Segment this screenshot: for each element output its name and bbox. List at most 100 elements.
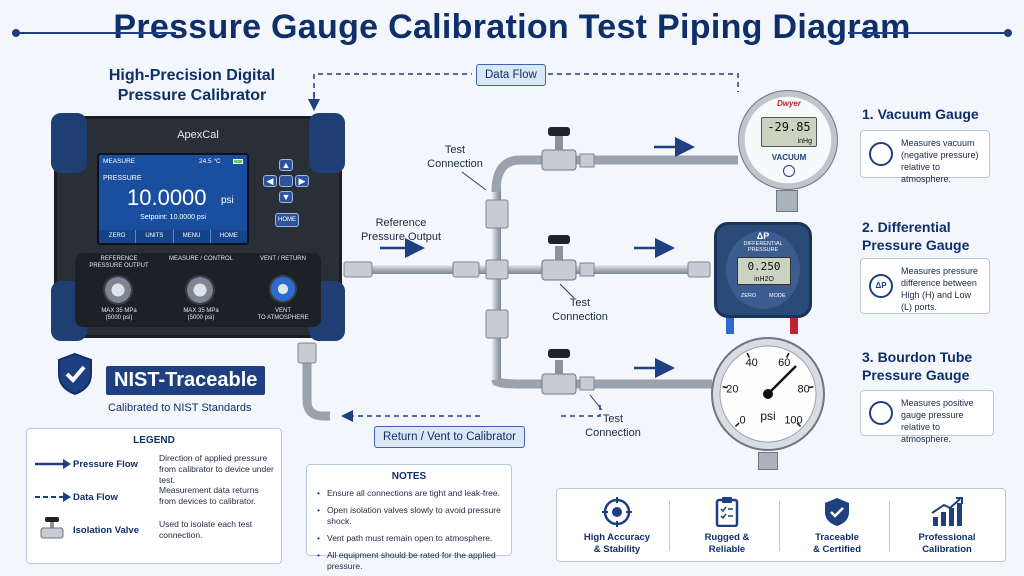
battery-icon (233, 159, 243, 164)
bourdon-gauge-desc-text: Measures positive gauge pressure relativ… (901, 398, 974, 444)
differential-heading-line2: Pressure Gauge (862, 237, 970, 253)
feature-professional-line2: Calibration (922, 544, 972, 555)
vacuum-gauge-reading: -29.85 (767, 120, 811, 134)
bourdon-tick-label: 20 (726, 383, 738, 395)
softkey-home[interactable]: HOME (219, 233, 238, 239)
manifold-pipe (492, 186, 501, 386)
softkey-zero[interactable]: ZERO (99, 230, 137, 243)
power-icon[interactable] (783, 165, 795, 177)
notes-title: NOTES (391, 471, 427, 482)
data-flow-legend-icon (35, 492, 71, 502)
title-rule-left (16, 32, 176, 34)
port-vent-title: VENT / RETURN (260, 256, 306, 262)
fitting (297, 342, 317, 364)
bourdon-tick-label: 0 (739, 415, 745, 427)
features-box: High Accuracy & Stability Rugged & Relia… (556, 488, 1006, 562)
screen-pressure-value: 10.0000 (127, 185, 207, 210)
test-connection-line1: Test (569, 297, 591, 309)
vacuum-gauge-brand: Dwyer (776, 99, 801, 108)
fitting (485, 199, 509, 229)
bourdon-tick-mark (746, 352, 751, 358)
top-branch-pipe (491, 155, 738, 193)
calibrator-screen: MEASURE 24.5 °C PRESSURE 10.0000 psi Set… (97, 153, 249, 245)
bourdon-tick-mark (734, 422, 740, 428)
softkey-menu[interactable]: MENU (174, 230, 211, 243)
test-connection-line1: Test (602, 413, 624, 425)
bourdon-tick-label: 80 (797, 383, 809, 395)
home-button[interactable]: HOME (275, 213, 299, 227)
differential-zero-button[interactable]: ZERO (741, 293, 757, 299)
feature-rugged: Rugged & Reliable (677, 497, 777, 556)
title-rule-dot-right (1004, 29, 1012, 37)
calibrator-device: ApexCal MEASURE 24.5 °C PRESSURE 10.0000… (51, 113, 345, 341)
bourdon-gauge-heading: 3. Bourdon Tube Pressure Gauge (862, 348, 972, 384)
feature-rugged-line2: Reliable (708, 544, 746, 555)
vent-port[interactable] (269, 275, 297, 303)
softkey-units[interactable]: UNITS (136, 230, 174, 243)
vacuum-gauge-display: -29.85 inHg (761, 117, 817, 147)
test-connection-label-middle: Test Connection (545, 296, 615, 324)
bourdon-tick-mark (785, 352, 790, 358)
feature-professional-line1: Professional (918, 532, 976, 543)
feature-accuracy-line2: & Stability (593, 544, 641, 555)
bourdon-tick-label: 100 (784, 415, 802, 427)
feature-accuracy-line1: High Accuracy (583, 532, 651, 543)
note-item: All equipment should be rated for the ap… (317, 550, 501, 572)
note-item: Open isolation valves slowly to avoid pr… (317, 505, 501, 527)
legend-isolation-valve-name: Isolation Valve (73, 525, 139, 536)
screen-unit: psi (221, 195, 234, 206)
clipboard-icon (715, 497, 739, 528)
vacuum-gauge: Dwyer -29.85 inHg VACUUM (738, 90, 838, 190)
bourdon-heading-line1: 3. Bourdon Tube (862, 349, 973, 365)
dpad-left-button[interactable]: ◀ (263, 175, 277, 187)
differential-gauge-symbol: ΔP (756, 231, 770, 241)
reference-port[interactable] (103, 275, 133, 305)
test-connection-line2: Connection (585, 427, 641, 439)
legend-data-flow-desc: Measurement data returns from devices to… (159, 485, 259, 506)
calibrator-brand: ApexCal (177, 129, 219, 141)
screen-temp: 24.5 °C (199, 158, 221, 165)
screen-setpoint: Setpoint: 10.0000 psi (140, 214, 206, 221)
feature-rugged-line1: Rugged & (704, 532, 750, 543)
fitting (452, 261, 480, 278)
differential-gauge-heading: 2. Differential Pressure Gauge (862, 218, 969, 254)
nist-subtitle: Calibrated to NIST Standards (108, 402, 252, 414)
measure-port[interactable] (185, 275, 215, 305)
calibrator-heading: High-Precision Digital Pressure Calibrat… (92, 66, 292, 106)
page-title: Pressure Gauge Calibration Test Piping D… (113, 8, 911, 46)
bourdon-tick-label: 60 (778, 357, 790, 369)
dpad-up-button[interactable]: ▲ (279, 159, 293, 171)
bourdon-gauge-desc: Measures positive gauge pressure relativ… (860, 390, 994, 444)
test-connection-line2: Connection (552, 311, 608, 323)
bourdon-gauge-unit: psi (760, 409, 775, 423)
differential-gauge-title: DIFFERENTIAL PRESSURE (743, 241, 783, 253)
isolation-valve-middle (541, 235, 577, 281)
dpad-down-button[interactable]: ▼ (279, 191, 293, 203)
pressure-flow-legend-icon (35, 459, 71, 469)
differential-mode-button[interactable]: MODE (769, 293, 786, 299)
bourdon-tick-mark (722, 386, 728, 389)
vacuum-gauge-connector (776, 190, 798, 212)
screen-mode: MEASURE (103, 158, 136, 165)
gauge-icon (869, 401, 893, 425)
data-flow-line (548, 73, 739, 92)
shield-check-icon (825, 498, 849, 526)
feature-traceable-line1: Traceable (815, 532, 859, 543)
port-measure-rating: MAX 35 MPa (5000 psi) (183, 308, 219, 321)
legend-data-flow-name: Data Flow (73, 492, 118, 503)
fitting (485, 309, 509, 339)
reference-output-line1: Reference (375, 217, 427, 229)
port-reference-title: REFERENCE PRESSURE OUTPUT (89, 256, 149, 269)
feature-traceable-line2: & Certified (812, 544, 862, 555)
test-connection-label-bottom: Test Connection (578, 412, 648, 440)
bourdon-tick-mark (796, 422, 802, 428)
shield-check-icon (56, 352, 94, 396)
dpad-enter-button[interactable] (279, 175, 293, 187)
differential-gauge-unit: inH2O (754, 276, 774, 283)
main-pipe (346, 265, 708, 274)
differential-gauge-display: 0.250 inH2O (737, 257, 791, 285)
dpad-right-button[interactable]: ▶ (295, 175, 309, 187)
note-item: Vent path must remain open to atmosphere… (317, 533, 501, 544)
legend-pressure-flow-desc: Direction of applied pressure from calib… (159, 453, 274, 485)
